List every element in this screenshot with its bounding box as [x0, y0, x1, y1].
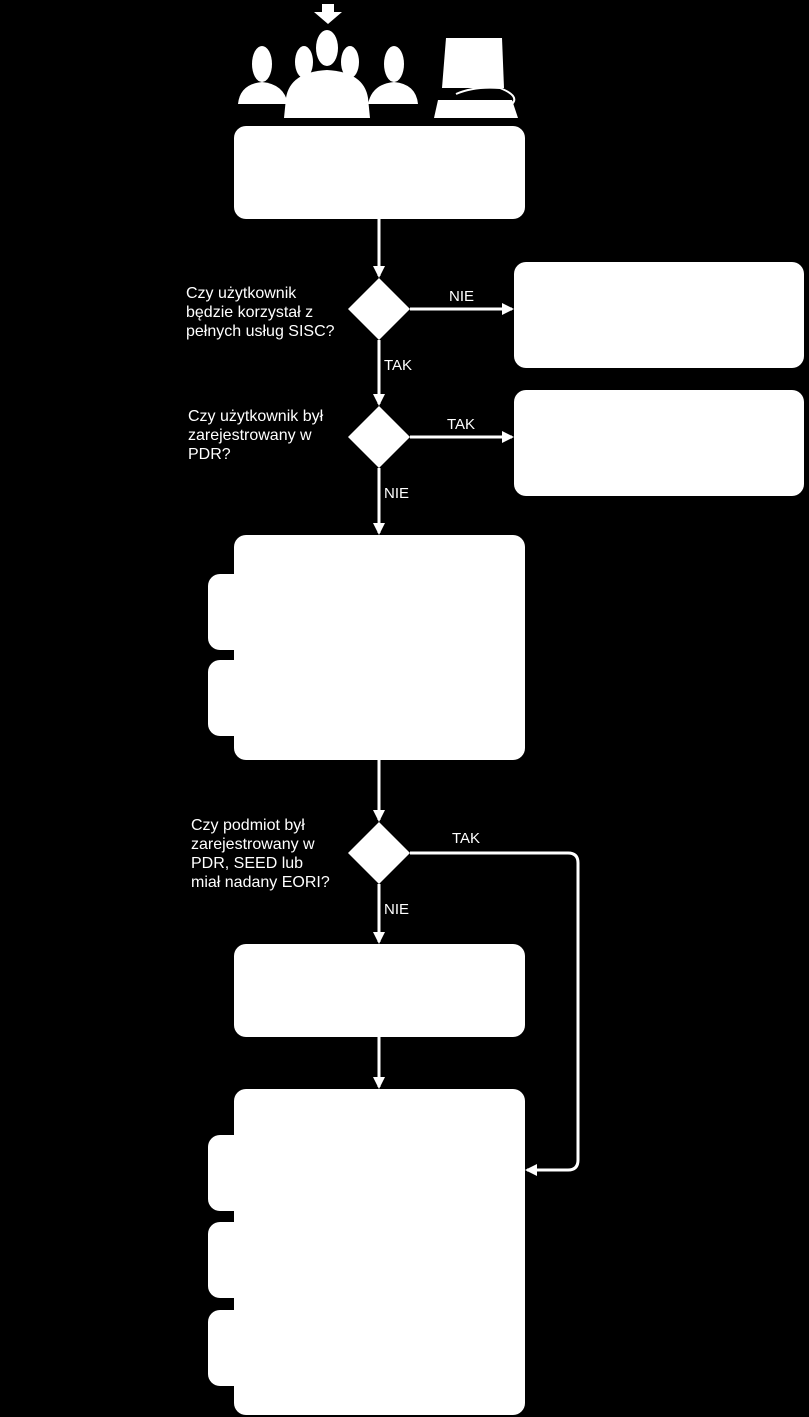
edge-label-q1-yes: TAK	[384, 357, 413, 374]
people-group-icon	[238, 30, 418, 118]
process-box-start	[234, 126, 525, 219]
decision-question-q2: Czy użytkownik był zarejestrowany w PDR?	[188, 408, 324, 463]
process-box-registration	[208, 535, 525, 760]
process-box-q3-no	[234, 944, 525, 1037]
decision-question-q3: Czy podmiot był zarejestrowany w PDR, SE…	[191, 817, 330, 891]
computer-monitor-icon	[434, 38, 518, 118]
edge-label-q3-yes: TAK	[452, 830, 481, 847]
entry-arrow-icon	[314, 4, 342, 24]
process-box-q2-yes	[514, 390, 804, 496]
edge-label-q2-no: NIE	[384, 485, 410, 502]
process-box-q1-no	[514, 262, 804, 368]
decision-diamond-q3	[348, 822, 410, 884]
edge-label-q2-yes: TAK	[447, 416, 476, 433]
connector-q3-yes	[410, 851, 580, 1176]
process-box-final	[208, 1089, 525, 1415]
edge-label-q1-no: NIE	[449, 288, 475, 305]
decision-diamond-q2	[348, 406, 410, 468]
decision-diamond-q1	[348, 278, 410, 340]
decision-question-q1: Czy użytkownik będzie korzystał z pełnyc…	[186, 285, 335, 340]
edge-label-q3-no: NIE	[384, 901, 410, 918]
